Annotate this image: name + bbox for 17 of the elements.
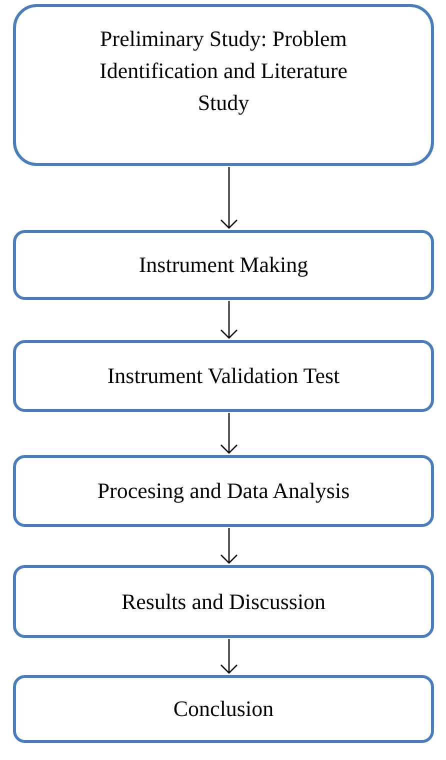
step-text: Conclusion: [172, 695, 275, 723]
process-box: [13, 340, 434, 412]
step-text: Procesing and Data Analysis: [96, 477, 351, 505]
arrow: [220, 301, 238, 339]
process-box: [13, 230, 434, 300]
step-text: Results and Discussion: [120, 588, 327, 616]
step-text: Instrument Making: [138, 251, 310, 279]
process-box: [13, 565, 434, 638]
arrow: [220, 639, 238, 674]
process-box: [13, 675, 434, 743]
arrow: [220, 167, 238, 229]
step-text: Preliminary Study: Problem Identification and Literature Study: [98, 25, 348, 117]
process-box: [13, 4, 434, 166]
step-text: Instrument Validation Test: [106, 362, 341, 390]
arrow: [220, 413, 238, 454]
arrow: [220, 528, 238, 564]
process-box: [13, 455, 434, 527]
